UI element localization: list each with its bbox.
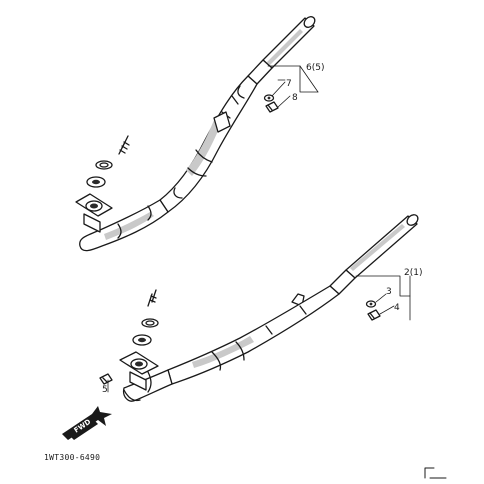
lower-muffler[interactable] [329,213,420,295]
upper-exhaust-pipe[interactable] [79,75,258,252]
upper-exhaust-assembly: 6(5) 7 8 [75,15,324,252]
upper-leader-lines [267,65,319,108]
upper-mount-gasket[interactable] [263,94,275,102]
fwd-arrow-icon: FWD [62,406,112,440]
callout-upper-muffler: 6(5) [306,63,324,73]
callout-upper-bolt: 8 [292,93,298,103]
lower-flange[interactable] [119,351,159,391]
callout-upper-gasket: 7 [286,79,292,89]
upper-exhaust-gasket[interactable] [95,160,113,170]
callout-lower-muffler: 2(1) [404,268,422,278]
callout-lower-exhaust-joint: 5 [102,385,108,395]
lower-joint-nut[interactable] [99,373,113,385]
upper-flange[interactable] [75,193,113,233]
lower-mount-bolt[interactable] [367,309,381,321]
corner-marks [424,467,447,479]
upper-exhaust-collar[interactable] [86,176,106,188]
lower-mount-gasket[interactable] [365,300,377,308]
lower-exhaust-gasket[interactable] [141,318,159,328]
upper-mount-bolt[interactable] [265,101,279,113]
callout-lower-gasket: 3 [386,287,392,297]
lower-stud-bolt[interactable] [147,289,157,307]
upper-stud-bolt[interactable] [118,135,130,155]
lower-exhaust-collar[interactable] [132,334,152,346]
callout-lower-bolt: 4 [394,303,400,313]
lower-leader-lines [107,275,411,393]
diagram-code: 1WT300-6490 [44,453,100,462]
upper-muffler[interactable] [247,15,317,85]
lower-exhaust-assembly: 2(1) 3 4 5 [99,213,422,402]
lower-exhaust-pipe[interactable] [122,285,340,402]
